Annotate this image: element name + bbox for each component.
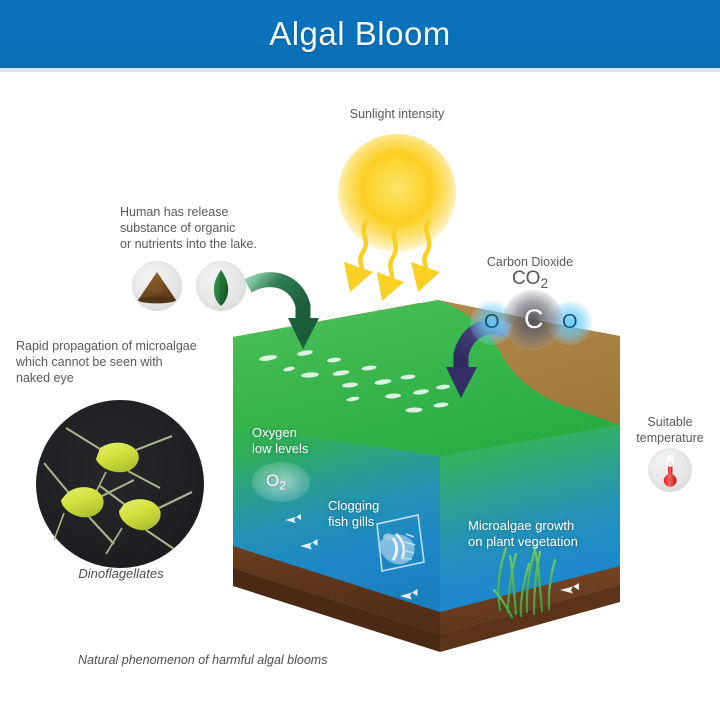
carbon-atom-label: C — [524, 304, 544, 334]
temperature-icon-circle — [648, 448, 692, 492]
sunray-arrowheads — [344, 262, 440, 301]
sunlight-label: Sunlight intensity — [349, 107, 445, 121]
oxygen-atom-right-label: O — [562, 311, 578, 333]
green-arrow-icon — [244, 272, 319, 349]
title-underline-divider — [0, 68, 720, 72]
rapid-propagation-label: Rapid propagation of microalgae which ca… — [16, 339, 197, 385]
dinoflagellates-caption: Dinoflagellates — [78, 566, 164, 581]
sun-icon — [338, 134, 456, 252]
bottom-caption: Natural phenomenon of harmful algal bloo… — [78, 653, 328, 667]
water-surface-top — [233, 300, 620, 456]
surface-algae-flecks — [259, 350, 450, 413]
dinoflagellate-microscope-circle — [36, 400, 204, 568]
sediment-right — [440, 566, 620, 652]
co2-formula-subscript: 2 — [540, 275, 549, 291]
title-banner: Algal Bloom — [0, 0, 720, 68]
o2-formula-subscript: 2 — [279, 478, 287, 493]
carbon-dioxide-label: Carbon Dioxide — [486, 255, 574, 269]
oxygen-atom-left-label: O — [484, 311, 500, 333]
oxygen-low-levels-label: Oxygen low levels — [252, 425, 309, 456]
fish-icon — [285, 514, 579, 600]
o2-formula-main: O — [266, 471, 280, 490]
co2-formula-main: CO — [511, 268, 541, 289]
nutrient-leaf-icon-circle — [196, 261, 246, 311]
co2-formula: CO2 — [466, 268, 594, 292]
carbon-atom-glow — [503, 290, 563, 350]
suitable-temperature-label: Suitable temperature — [636, 415, 704, 445]
fish-gill-diagram-icon — [376, 514, 425, 572]
microalgae-growth-label: Microalgae growth on plant vegetation — [468, 518, 578, 549]
sediment-left — [233, 546, 440, 652]
clogging-fish-gills-label: Clogging fish gills — [328, 498, 380, 529]
oxygen-bubble-glow — [252, 462, 310, 502]
o2-formula: O2 — [266, 471, 287, 493]
human-release-label: Human has release substance of organic o… — [120, 205, 257, 251]
organic-substance-icon-circle — [132, 261, 182, 311]
seagrass-icon — [492, 544, 557, 619]
page-title: Algal Bloom — [269, 15, 451, 52]
